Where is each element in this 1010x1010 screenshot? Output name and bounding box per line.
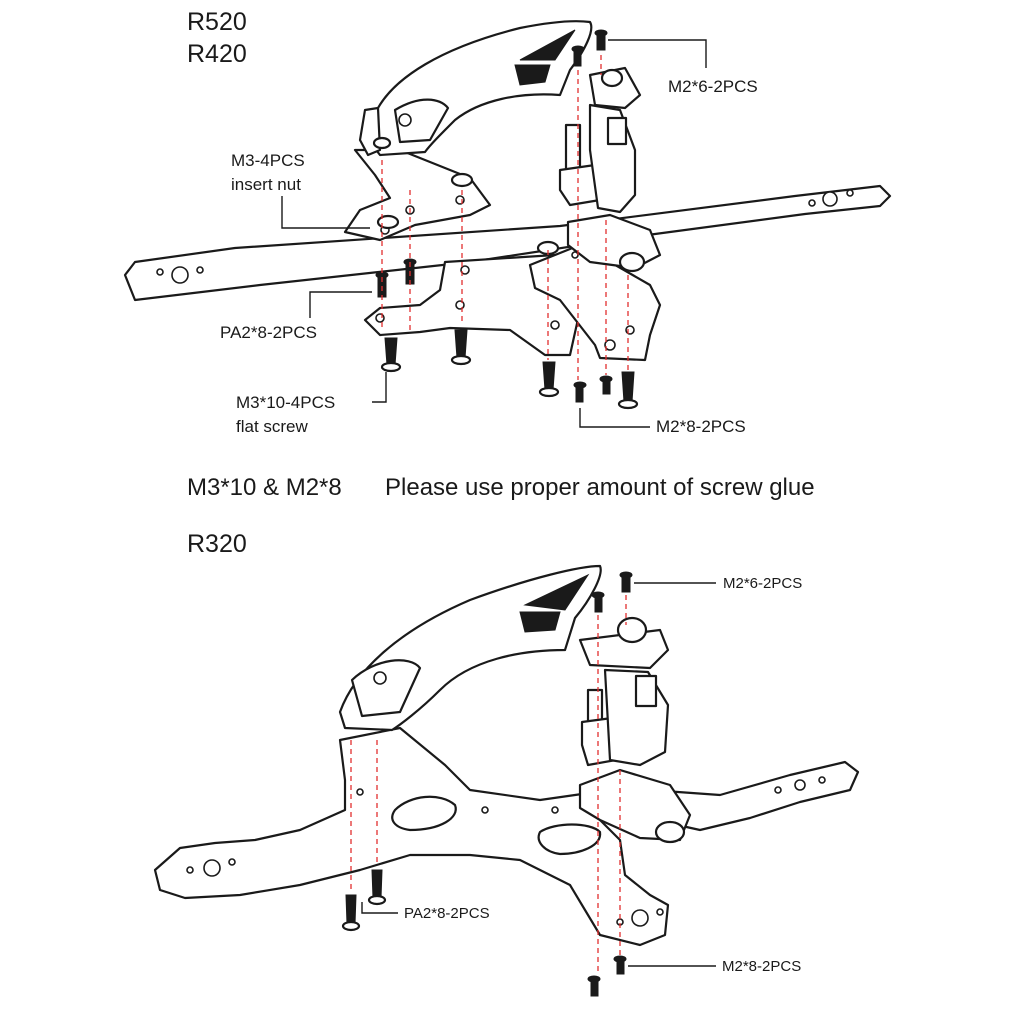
bottom-alignment-guides xyxy=(350,595,627,975)
callout-m2x6-top: M2*6-2PCS xyxy=(668,77,758,96)
note-text: Please use proper amount of screw glue xyxy=(385,474,815,501)
m2x6-screws-top xyxy=(571,29,608,67)
model-label-r520: R520 xyxy=(187,8,247,36)
model-label-r320: R320 xyxy=(187,530,247,558)
callout-m3-nut-line1: M3-4PCS xyxy=(231,151,305,170)
callout-pa2x8-top: PA2*8-2PCS xyxy=(220,323,318,342)
insert-nut xyxy=(376,214,400,230)
callout-m2x8-bottom: M2*8-2PCS xyxy=(722,958,802,975)
callout-m2x8-top: M2*8-2PCS xyxy=(656,417,746,436)
callout-m3x10-line1: M3*10-4PCS xyxy=(236,393,336,412)
model-label-r420: R420 xyxy=(187,40,247,68)
top-frame-top-plate xyxy=(343,148,492,242)
insert-nut xyxy=(450,172,474,188)
m2x8-screws-bottom xyxy=(587,955,627,997)
note-parts: M3*10 & M2*8 xyxy=(187,474,342,501)
top-alignment-guides xyxy=(381,55,629,380)
callout-pa2x8-bottom: PA2*8-2PCS xyxy=(404,905,490,922)
bottom-leader-lines xyxy=(361,582,716,967)
m2x8-screws-top xyxy=(573,375,613,403)
m2x6-screws-bottom xyxy=(591,571,633,613)
bottom-exploded-view xyxy=(153,564,860,997)
top-frame-arm-long xyxy=(123,184,892,302)
callout-m3-nut-line2: insert nut xyxy=(231,175,301,194)
callout-m3x10-line2: flat screw xyxy=(236,417,308,436)
m3x10-screws-top xyxy=(380,329,639,410)
pa2x8-screws-bottom xyxy=(341,869,387,932)
callout-m2x6-bottom: M2*6-2PCS xyxy=(723,575,803,592)
top-leader-lines xyxy=(281,39,707,428)
top-exploded-view xyxy=(123,20,892,428)
